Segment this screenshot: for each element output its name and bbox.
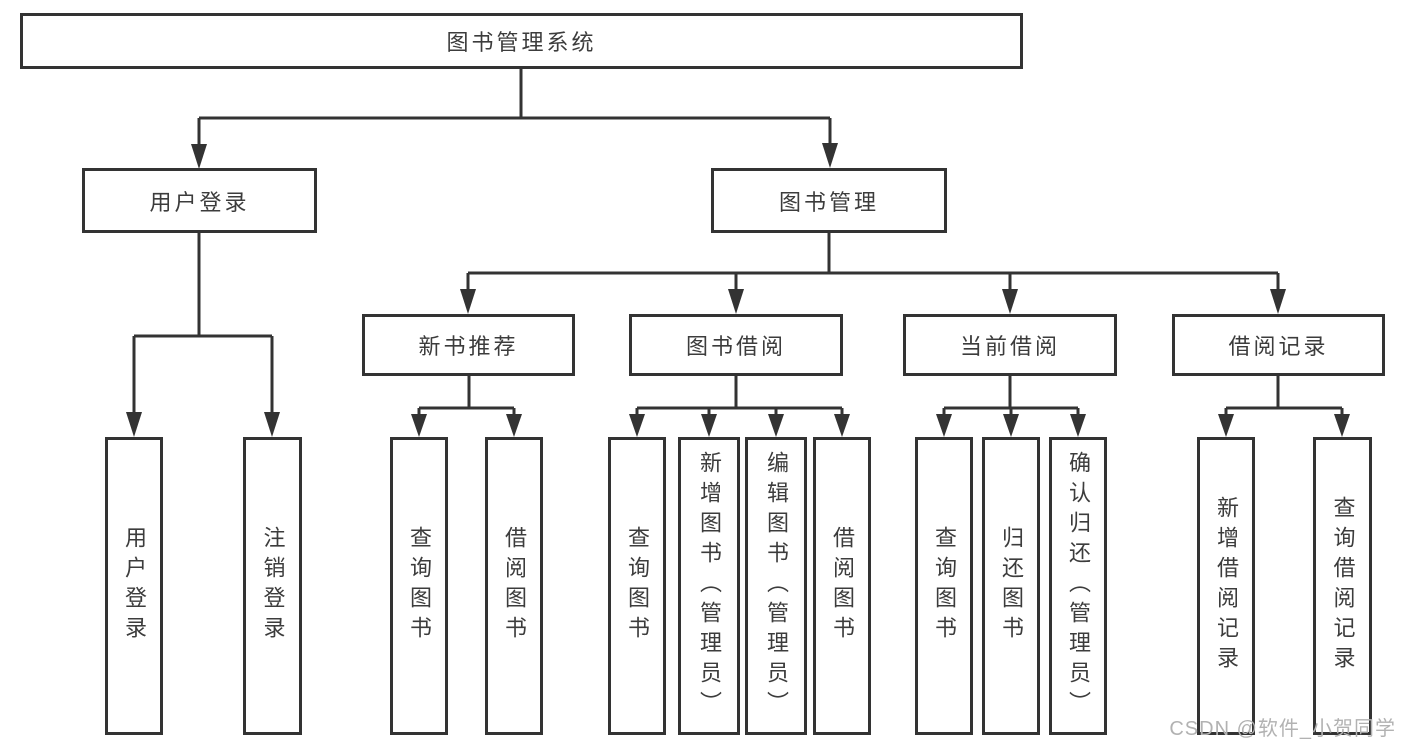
- leaf-current-query: 查询图书: [915, 437, 973, 735]
- leaf-record-query: 查询借阅记录: [1313, 437, 1372, 735]
- connector-bookborrow-to-leaves: [629, 376, 850, 437]
- watermark: CSDN @软件_小贺同学: [1169, 718, 1396, 740]
- node-user-login-label: 用户登录: [149, 189, 250, 215]
- leaf-record-query-label: 查询借阅记录: [1330, 496, 1356, 676]
- connector-newbook-to-leaves: [411, 376, 522, 437]
- leaf-borrow-query-label: 查询图书: [625, 526, 650, 646]
- leaf-logout-label: 注销登录: [260, 526, 286, 646]
- connector-login-to-leaves: [126, 233, 280, 437]
- leaf-newbook-borrow-label: 借阅图书: [502, 526, 527, 646]
- leaf-record-add-label: 新增借阅记录: [1214, 496, 1239, 676]
- node-new-book-recommend: 新书推荐: [362, 314, 575, 376]
- node-borrow-records: 借阅记录: [1172, 314, 1385, 376]
- leaf-current-query-label: 查询图书: [932, 526, 957, 646]
- leaf-current-return: 归还图书: [982, 437, 1040, 735]
- node-borrow-records-label: 借阅记录: [1228, 334, 1329, 359]
- connector-currentborrow-to-leaves: [936, 376, 1086, 437]
- leaf-borrow-add-admin-label: 新增图书（管理员）: [697, 451, 722, 721]
- node-book-borrow-label: 图书借阅: [685, 334, 786, 359]
- leaf-user-login-label: 用户登录: [122, 526, 147, 646]
- leaf-newbook-query-label: 查询图书: [407, 526, 432, 646]
- node-book-management: 图书管理: [711, 168, 947, 233]
- connector-records-to-leaves: [1218, 376, 1350, 437]
- leaf-user-login: 用户登录: [105, 437, 163, 735]
- leaf-current-confirm-admin: 确认归还（管理员）: [1049, 437, 1107, 735]
- node-user-login: 用户登录: [82, 168, 317, 233]
- leaf-newbook-borrow: 借阅图书: [485, 437, 543, 735]
- connector-bookmgmt-to-level3: [460, 233, 1286, 314]
- leaf-record-add: 新增借阅记录: [1197, 437, 1255, 735]
- leaf-current-return-label: 归还图书: [999, 526, 1024, 646]
- leaf-borrow-book: 借阅图书: [813, 437, 871, 735]
- node-root: 图书管理系统: [20, 13, 1023, 69]
- leaf-borrow-query: 查询图书: [608, 437, 666, 735]
- leaf-logout: 注销登录: [243, 437, 302, 735]
- node-new-book-recommend-label: 新书推荐: [418, 334, 519, 359]
- leaf-borrow-add-admin: 新增图书（管理员）: [678, 437, 740, 735]
- leaf-borrow-edit-admin: 编辑图书（管理员）: [745, 437, 807, 735]
- leaf-borrow-edit-admin-label: 编辑图书（管理员）: [764, 451, 789, 721]
- leaf-current-confirm-admin-label: 确认归还（管理员）: [1066, 451, 1091, 721]
- node-book-borrow: 图书借阅: [629, 314, 843, 376]
- node-current-borrow: 当前借阅: [903, 314, 1117, 376]
- leaf-newbook-query: 查询图书: [390, 437, 448, 735]
- leaf-borrow-book-label: 借阅图书: [830, 526, 855, 646]
- connector-root-to-level2: [191, 69, 838, 169]
- node-book-management-label: 图书管理: [778, 189, 879, 215]
- node-root-label: 图书管理系统: [446, 30, 597, 55]
- node-current-borrow-label: 当前借阅: [959, 334, 1060, 359]
